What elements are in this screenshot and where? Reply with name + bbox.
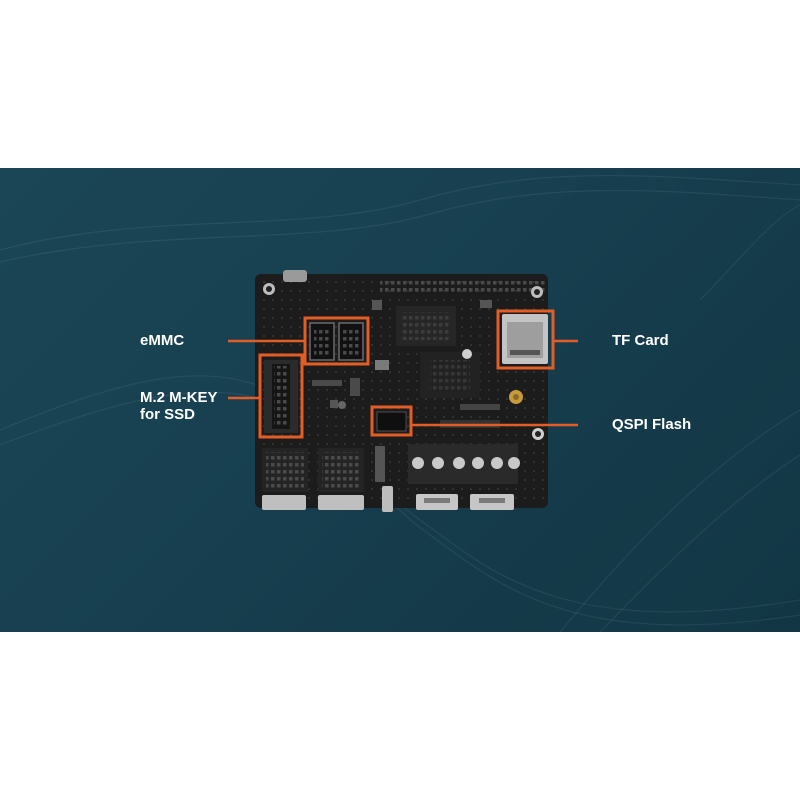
emmc-label: eMMC [140, 332, 185, 349]
emmc-connectors [309, 322, 364, 361]
qspi-highlight-box [370, 405, 413, 437]
m2-highlight-box [258, 353, 304, 439]
jack-row [408, 444, 520, 484]
tf-card-slot [502, 314, 548, 364]
usb-c-port [283, 270, 307, 282]
gpio-header [380, 279, 546, 293]
bottom-left-connectors [262, 446, 385, 492]
board-illustration [0, 175, 800, 632]
port-1 [262, 495, 306, 510]
m2-label-line1: M.2 M-KEY [140, 389, 218, 406]
m2-slot [264, 360, 298, 433]
qspi-chip [376, 411, 407, 432]
bottom-ports [262, 486, 514, 512]
small-components [312, 300, 500, 428]
tf-card-label: TF Card [612, 332, 669, 349]
qspi-flash-label: QSPI Flash [612, 416, 692, 433]
product-banner [0, 168, 800, 632]
callout-lines [228, 339, 578, 427]
audio-jack [382, 486, 393, 512]
m2-label-line2: for SSD [140, 406, 196, 423]
tf-card-highlight-box [496, 309, 555, 370]
port-2 [318, 495, 364, 510]
callout-boxes [258, 309, 555, 439]
